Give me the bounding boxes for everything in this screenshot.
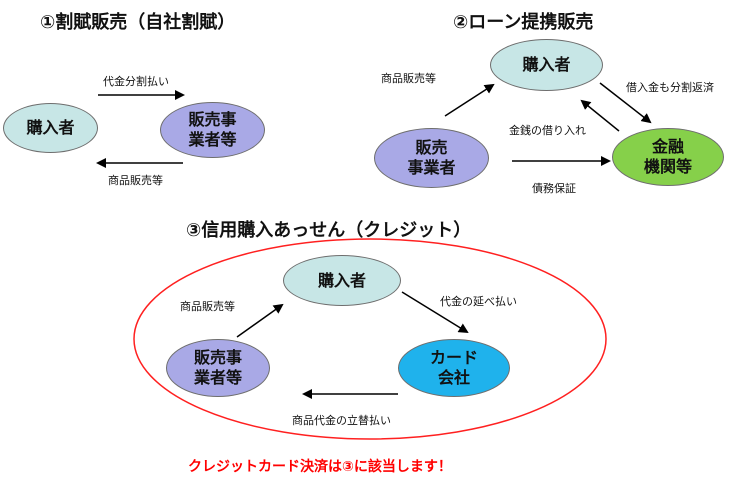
section2-label-loan: 金銭の借り入れ	[509, 124, 586, 137]
arrow-goods-sale-3	[236, 303, 284, 338]
section3-label-deferred: 代金の延べ払い	[440, 295, 517, 308]
section3-label-advance: 商品代金の立替払い	[292, 414, 391, 427]
section3-label-goods-sale: 商品販売等	[180, 300, 235, 313]
arrow-installment-repay	[599, 82, 652, 124]
section1-label-installment: 代金分割払い	[103, 75, 169, 88]
section1-seller-node: 販売事 業者等	[160, 102, 265, 158]
section1-label-goods-sale: 商品販売等	[108, 174, 163, 187]
credit-enclosure	[133, 238, 607, 440]
arrow-loan	[580, 99, 620, 132]
section1-buyer-node: 購入者	[3, 103, 98, 153]
arrow-goods-sale-2	[444, 83, 495, 117]
section1-title: ①割賦販売（自社割賦）	[40, 12, 236, 33]
section3-buyer-node: 購入者	[283, 255, 401, 306]
section2-finance-node: 金融 機関等	[612, 128, 724, 186]
section3-card-node: カード 会社	[398, 339, 510, 397]
credit-card-notice: クレジットカード決済は③に該当します！	[188, 459, 452, 475]
section2-seller-node: 販売 事業者	[374, 128, 489, 188]
section2-buyer-node: 購入者	[490, 39, 603, 91]
arrow-deferred-payment	[401, 291, 469, 334]
section3-title: ③信用購入あっせん（クレジット）	[186, 220, 472, 241]
section2-label-guarantee: 債務保証	[532, 182, 576, 195]
section3-seller-node: 販売事 業者等	[166, 339, 270, 397]
section2-title: ②ローン提携販売	[453, 12, 594, 33]
section2-label-repay: 借入金も分割返済	[626, 81, 714, 94]
section2-label-goods-sale: 商品販売等	[381, 72, 436, 85]
